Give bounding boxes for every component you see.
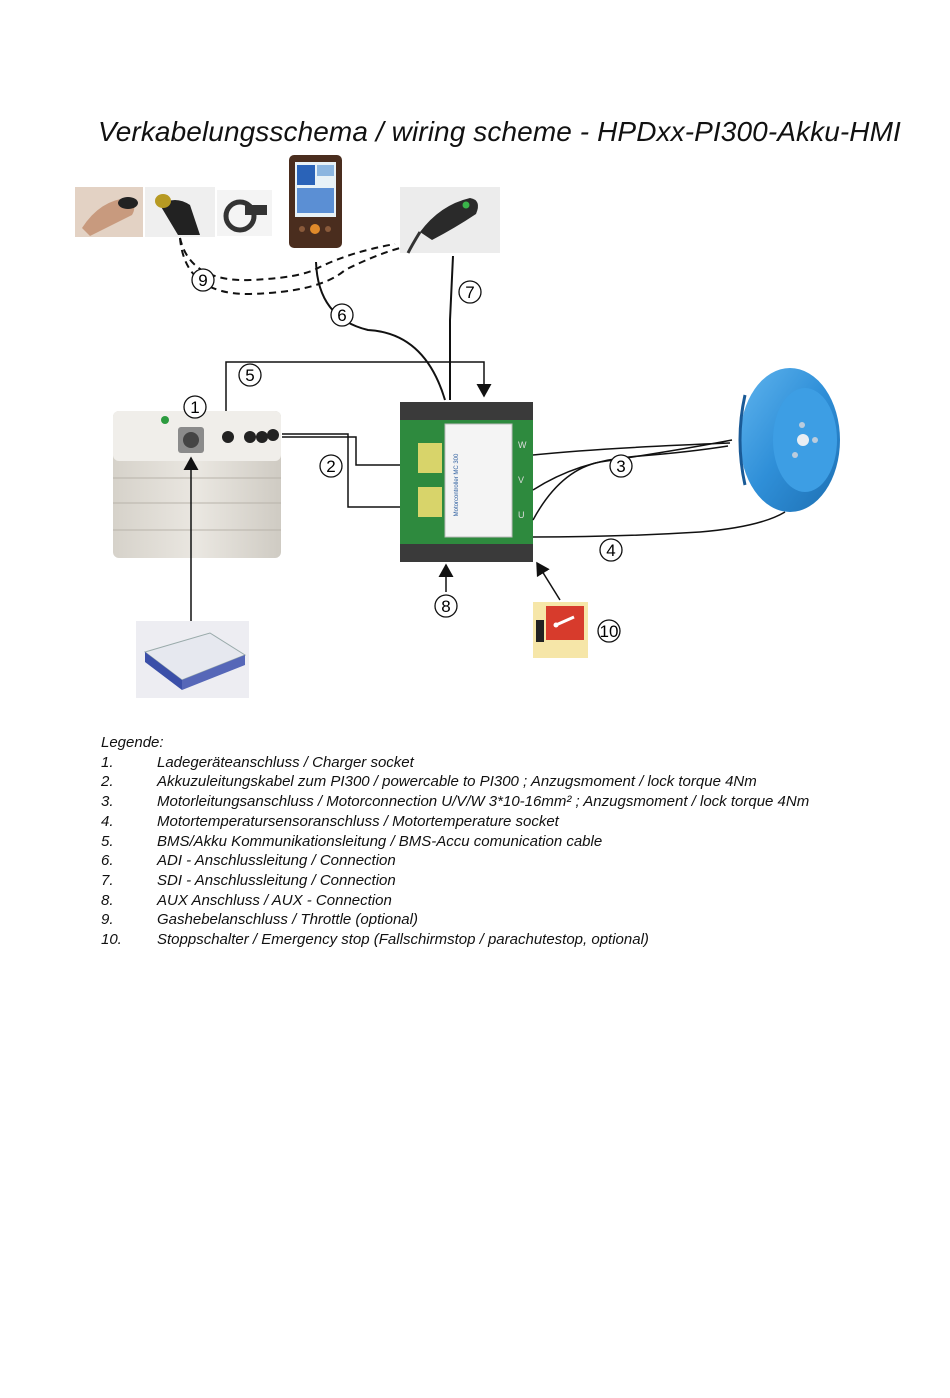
legend-number: 4. xyxy=(101,812,114,830)
legend-item: 3. Motorleitungsanschluss / Motorconnecti… xyxy=(101,792,809,812)
callout-3: 3 xyxy=(609,454,633,478)
callout-9: 9 xyxy=(191,268,215,292)
legend-number: 7. xyxy=(101,871,114,889)
legend-text: Akkuzuleitungskabel zum PI300 / powercab… xyxy=(157,773,757,791)
legend-item: 1. Ladegeräteanschluss / Charger socket xyxy=(101,753,809,773)
callout-8: 8 xyxy=(434,594,458,618)
power-cable-minus xyxy=(282,433,426,515)
legend-item: 4. Motortemperatursensoranschluss / Motor… xyxy=(101,812,809,832)
legend-text: ADI - Anschlussleitung / Connection xyxy=(157,852,396,870)
bms-cable xyxy=(225,361,492,430)
battery-pack xyxy=(113,411,281,558)
sdi-cable xyxy=(449,255,454,400)
throttle-photos xyxy=(75,187,272,237)
svg-text:1: 1 xyxy=(190,398,199,417)
legend-text: BMS/Akku Kommunikationsleitung / BMS-Acc… xyxy=(157,832,603,850)
callout-10: 10 xyxy=(597,619,621,643)
legend-text: Motorleitungsanschluss / Motorconnection… xyxy=(157,793,810,811)
phase-label-v: V xyxy=(518,475,524,485)
legend-text: AUX Anschluss / AUX - Connection xyxy=(157,891,392,909)
legend-number: 5. xyxy=(101,832,114,850)
svg-text:2: 2 xyxy=(326,457,335,476)
adi-cable xyxy=(315,261,446,401)
svg-text:5: 5 xyxy=(245,366,254,385)
callouts: 1 2 3 4 5 6 7 8 9 10 xyxy=(183,268,633,643)
power-cable-plus xyxy=(282,436,426,473)
estop-arrow xyxy=(536,561,561,601)
controller-label: Motorcontroller MC 300 xyxy=(454,453,460,516)
callout-1: 1 xyxy=(183,395,207,419)
callout-6: 6 xyxy=(330,303,354,327)
svg-text:6: 6 xyxy=(337,306,346,325)
sdi-remote-photo xyxy=(400,187,500,254)
legend-number: 8. xyxy=(101,891,114,909)
motor-cables xyxy=(532,439,733,521)
callout-4: 4 xyxy=(599,538,623,562)
callout-5: 5 xyxy=(238,363,262,387)
callout-7: 7 xyxy=(458,280,482,304)
phase-label-u: U xyxy=(518,510,525,520)
motor-controller: Motorcontroller MC 300 W V U xyxy=(400,402,533,562)
legend-heading: Legende: xyxy=(101,734,164,751)
charger-photo xyxy=(136,621,249,698)
legend-item: 5. BMS/Akku Kommunikationsleitung / BMS-A… xyxy=(101,832,809,852)
wiring-diagram: Motorcontroller MC 300 W V U 1 2 3 4 xyxy=(75,155,840,698)
legend-text: Stoppschalter / Emergency stop (Fallschi… xyxy=(157,931,649,949)
legend-item: 9. Gashebelanschluss / Throttle (optional… xyxy=(101,910,809,930)
legend-number: 10. xyxy=(101,931,122,949)
svg-text:7: 7 xyxy=(465,283,474,302)
legend-number: 1. xyxy=(101,753,114,771)
svg-text:10: 10 xyxy=(600,622,619,641)
legend-text: Motortemperatursensoranschluss / Motorte… xyxy=(157,812,559,830)
legend-item: 8. AUX Anschluss / AUX - Connection xyxy=(101,891,809,911)
legend: Legende: 1. Ladegeräteanschluss / Charger… xyxy=(101,733,809,950)
legend-number: 9. xyxy=(101,911,114,929)
svg-text:4: 4 xyxy=(606,541,615,560)
legend-number: 6. xyxy=(101,852,114,870)
legend-text: Gashebelanschluss / Throttle (optional) xyxy=(157,911,418,929)
svg-text:9: 9 xyxy=(198,271,207,290)
legend-number: 2. xyxy=(101,773,114,791)
legend-item: 7. SDI - Anschlussleitung / Connection xyxy=(101,871,809,891)
emergency-stop-sign xyxy=(533,602,588,658)
legend-text: SDI - Anschlussleitung / Connection xyxy=(157,871,396,889)
legend-item: 10. Stoppschalter / Emergency stop (Falls… xyxy=(101,930,809,950)
temp-sensor-cable xyxy=(532,511,786,538)
svg-text:8: 8 xyxy=(441,597,450,616)
diagram-title: Verkabelungsschema / wiring scheme - HPD… xyxy=(98,116,901,147)
svg-text:3: 3 xyxy=(616,457,625,476)
electric-motor xyxy=(738,368,840,512)
legend-number: 3. xyxy=(101,793,114,811)
phase-label-w: W xyxy=(518,440,527,450)
legend-text: Ladegeräteanschluss / Charger socket xyxy=(157,753,414,771)
legend-item: 6. ADI - Anschlussleitung / Connection xyxy=(101,851,809,871)
callout-2: 2 xyxy=(319,454,343,478)
hmi-display xyxy=(289,155,342,248)
legend-item: 2. Akkuzuleitungskabel zum PI300 / powerc… xyxy=(101,772,809,792)
